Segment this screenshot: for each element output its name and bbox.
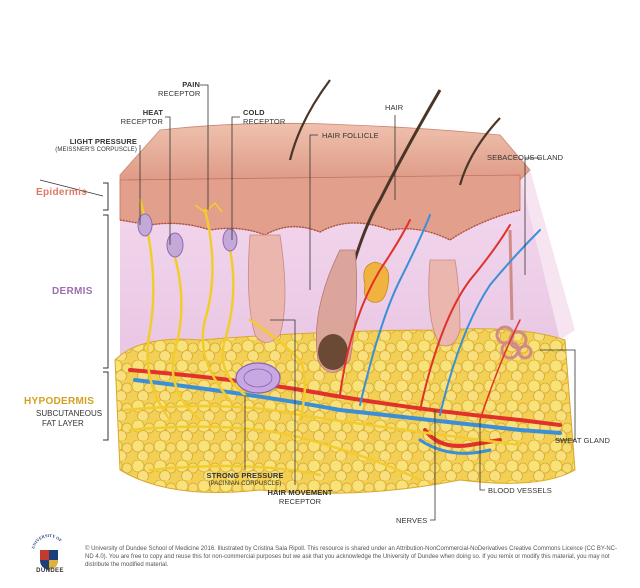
label-blood-vessels: BLOOD VESSELS [488, 486, 552, 495]
pacinian-corpuscle [236, 363, 280, 393]
layer-label-hypodermis: HYPODERMIS [24, 396, 94, 407]
label-heat-sub: RECEPTOR [118, 117, 163, 126]
label-light-pressure-title: LIGHT PRESSURE [30, 137, 137, 146]
label-cold-sub: RECEPTOR [243, 117, 285, 126]
logo-arc-text: UNIVERSITY OF [30, 533, 63, 549]
credit-text: © University of Dundee School of Medicin… [85, 545, 625, 569]
label-sweat-gland: SWEAT GLAND [555, 436, 610, 445]
svg-text:UNIVERSITY OF: UNIVERSITY OF [30, 533, 63, 549]
sebaceous-gland-shape [364, 262, 389, 302]
hair-follicle [248, 235, 285, 343]
label-sebaceous-gland: SEBACEOUS GLAND [487, 153, 563, 162]
layer-brackets [103, 183, 108, 440]
label-hair-movement: HAIR MOVEMENT RECEPTOR [250, 488, 350, 506]
university-logo: UNIVERSITY OF [30, 532, 68, 584]
label-light-pressure-sub: (MEISSNER'S CORPUSCLE) [30, 146, 137, 155]
label-hair-follicle: HAIR FOLLICLE [322, 131, 379, 140]
layer-label-hypodermis-sub-1: SUBCUTANEOUS [36, 409, 102, 419]
meissner-corpuscle-right [223, 229, 237, 251]
label-hair: HAIR [385, 103, 403, 112]
label-nerves: NERVES [396, 516, 427, 525]
layer-label-dermis: DERMIS [52, 286, 93, 297]
label-strong-pressure: STRONG PRESSURE (PACINIAN CORPUSCLE) [195, 471, 295, 489]
label-light-pressure: LIGHT PRESSURE (MEISSNER'S CORPUSCLE) [30, 137, 137, 155]
label-hair-movement-sub: RECEPTOR [250, 497, 350, 506]
hair-bulb [318, 334, 348, 370]
label-pain-receptor: PAIN RECEPTOR [158, 80, 200, 98]
layer-label-hypodermis-sub-2: FAT LAYER [42, 419, 84, 429]
logo-name: DUNDEE [30, 568, 70, 574]
label-heat-receptor: HEAT RECEPTOR [118, 108, 163, 126]
label-cold-title: COLD [243, 108, 285, 117]
label-pain-sub: RECEPTOR [158, 89, 200, 98]
meissner-corpuscle-mid [167, 233, 183, 257]
label-heat-title: HEAT [118, 108, 163, 117]
layer-label-epidermis: Epidermis [36, 187, 87, 198]
label-strong-pressure-title: STRONG PRESSURE [195, 471, 295, 480]
label-cold-receptor: COLD RECEPTOR [243, 108, 285, 126]
label-pain-title: PAIN [158, 80, 200, 89]
label-hair-movement-title: HAIR MOVEMENT [250, 488, 350, 497]
